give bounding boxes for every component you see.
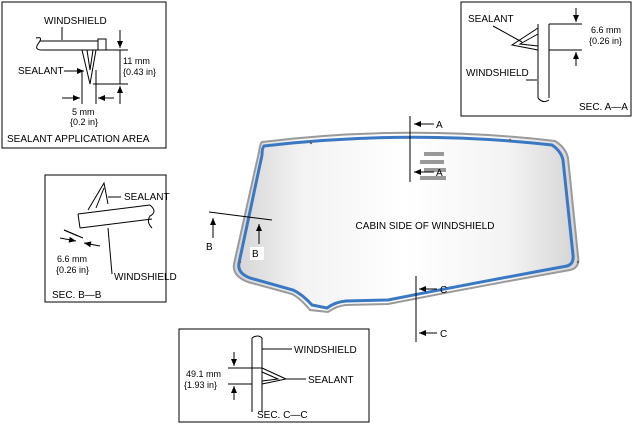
detail-sealant-area-width-in-label: {0.2 in} xyxy=(70,117,98,127)
main-view-marker-a-label: A xyxy=(436,168,443,179)
detail-sec-a-dim-mm-label: 6.6 mm xyxy=(591,25,621,35)
detail-sec-c-dim-in-label: {1.93 in} xyxy=(184,380,217,390)
detail-sealant-area-width-mm-label: 5 mm xyxy=(72,107,95,117)
section-a-marker: A A xyxy=(409,116,443,182)
main-view-marker-a-label: A xyxy=(436,120,443,131)
detail-sealant-area-caption-label: SEALANT APPLICATION AREA xyxy=(7,134,150,145)
section-a-detail: SEALANT WINDSHIELD 6.6 mm {0.26 in} SEC.… xyxy=(460,1,632,117)
section-c-detail: WINDSHIELD SEALANT 49.1 mm {1.93 in} SEC… xyxy=(178,328,370,423)
detail-sec-c-caption-label: SEC. C—C xyxy=(257,410,308,421)
detail-sec-b-dim-mm-label: 6.6 mm xyxy=(57,254,87,264)
detail-sec-a-dim-in-label: {0.26 in} xyxy=(589,36,622,46)
main-view-marker-b-label: B xyxy=(206,242,213,253)
detail-sec-c-windshield-label-label: WINDSHIELD xyxy=(294,345,357,356)
detail-sec-b-dim-in-label: {0.26 in} xyxy=(56,265,89,275)
main-view-marker-b-label: B xyxy=(252,249,259,260)
windshield-main-view: CABIN SIDE OF WINDSHIELD A A B B C C xyxy=(206,116,580,342)
decal-block xyxy=(420,152,446,180)
main-view-marker-c-label: C xyxy=(440,329,447,340)
detail-sec-c-dim-mm-label: 49.1 mm xyxy=(186,369,221,379)
detail-sec-c-sealant-label-label: SEALANT xyxy=(308,375,354,386)
detail-sec-b-caption-label: SEC. B—B xyxy=(52,290,102,301)
detail-sealant-area-sealant-label-label: SEALANT xyxy=(18,66,64,77)
detail-sec-a-sealant-label-label: SEALANT xyxy=(468,14,514,25)
detail-sec-a-caption-label: SEC. A—A xyxy=(579,102,628,113)
detail-sealant-area-height-in-label: {0.43 in} xyxy=(123,67,156,77)
detail-sealant-area-windshield-label-label: WINDSHIELD xyxy=(44,16,107,27)
sealant-application-area-detail: WINDSHIELD SEALANT 11 mm {0.43 in} 5 mm … xyxy=(1,1,167,149)
center-label: CABIN SIDE OF WINDSHIELD xyxy=(356,221,495,232)
detail-sec-a-windshield-label-label: WINDSHIELD xyxy=(466,68,529,79)
detail-sealant-area-height-mm-label: 11 mm xyxy=(123,56,150,66)
section-b-marker: B B xyxy=(206,211,273,260)
detail-sec-b-sealant-label-label: SEALANT xyxy=(124,192,170,203)
detail-sec-b-windshield-label-label: WINDSHIELD xyxy=(114,272,177,283)
section-c-marker: C C xyxy=(415,276,447,342)
section-b-detail: SEALANT 6.6 mm {0.26 in} WINDSHIELD SEC.… xyxy=(44,174,177,303)
main-view-marker-c-label: C xyxy=(440,285,447,296)
windshield-glass xyxy=(232,131,580,314)
sealant-bead-outline xyxy=(237,135,575,310)
